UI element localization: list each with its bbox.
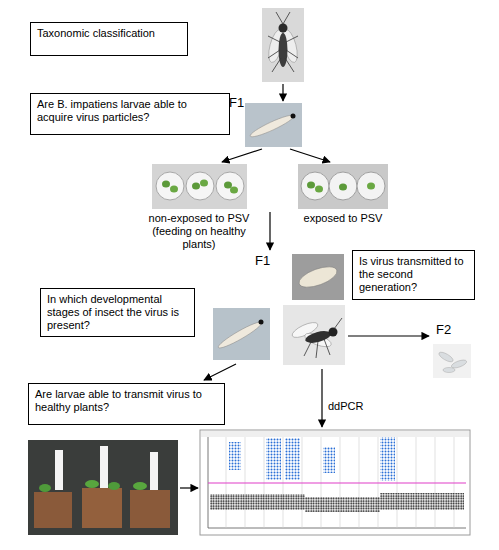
plot-frame [200,430,470,535]
adult-fly-photo [283,305,345,365]
leaf-disc [307,182,315,189]
photo-background [262,8,304,82]
larva-photo [245,103,302,147]
photo-background [433,344,471,378]
photo-background [298,164,388,209]
group-caption: non-exposed to PSV (feeding on healthy p… [140,212,258,251]
fly-legs [268,12,298,72]
leaf-disc [200,180,208,187]
photo-background [283,305,345,365]
larva-body [443,368,455,373]
positive-droplets [266,438,281,480]
larva-photo [213,308,270,360]
plant-pot [130,490,170,528]
seedling-leaf [39,484,51,492]
leaf-disc [162,181,170,188]
leaf-disc [367,183,375,190]
fly-head [329,328,338,337]
positive-droplets [285,438,300,480]
generation-label: F1 [229,95,253,110]
leaf-disc [315,186,323,193]
leaf-disc [192,183,200,190]
photo-background [152,164,247,209]
larva-body [438,350,455,363]
seedling-leaf [133,482,147,490]
pupa-photo [292,254,344,300]
question-box: Are B. impatiens larvae able to acquire … [30,93,230,135]
adult-fly-photo [262,8,304,82]
negative-droplets [210,494,305,510]
box-text: Is virus transmitted to the second gener… [359,255,468,294]
petri-dish [329,172,357,200]
question-box: In which developmental stages of insect … [40,288,195,337]
petri-dish [357,172,385,200]
petri-dish [301,172,329,200]
box-text: Are larvae able to transmit virus to hea… [35,388,218,414]
flow-arrow [204,364,236,380]
box-text: Taxonomic classification [37,27,181,40]
leaf-disc [224,182,232,189]
positive-droplets [229,442,241,470]
threshold-line [208,482,466,483]
ddpcr-plot [200,430,470,535]
flow-arrow [321,369,322,427]
larva-body [216,319,263,351]
plant-pot [82,488,122,528]
positive-droplets [380,437,395,481]
photo-background [28,440,178,535]
seedling-leaf [85,480,99,488]
f2-larvae-photo [433,344,471,378]
negative-droplets [380,493,464,510]
flow-arrow [348,335,429,336]
box-text: Are B. impatiens larvae able to acquire … [37,98,223,124]
plant-label-stick [150,452,158,490]
petri-dish [186,172,214,200]
leaf-disc [339,184,347,191]
flow-arrow [222,149,262,162]
leaf-disc [230,187,238,194]
petri-dish [156,172,184,200]
photo-background [213,308,270,360]
larva-head [291,114,296,119]
larva-head [259,320,264,325]
plant-pot [34,492,72,528]
petri-dishes-non-exposed [152,164,247,209]
positive-droplets [323,447,335,473]
flow-arrow [269,212,270,250]
flow-arrow [180,487,198,488]
classification-box: Taxonomic classification [30,22,188,56]
pupa-body [296,263,339,292]
plot-header [201,431,469,437]
fly-head [279,24,288,33]
question-box: Is virus transmitted to the second gener… [352,250,475,300]
flow-arrow [290,149,330,162]
petri-dishes-exposed [298,164,388,209]
generation-label: F2 [436,322,460,337]
leaf-disc [170,186,178,193]
group-caption: exposed to PSV [298,212,388,225]
plant-label-stick [55,450,63,490]
flow-arrow [282,84,283,101]
generation-label: F1 [255,253,279,268]
fly-legs [304,318,342,358]
plant-label-stick [100,446,108,488]
photo-background [245,103,302,147]
larva-body [249,112,296,140]
box-text: In which developmental stages of insect … [47,293,188,332]
petri-dish [216,172,244,200]
seedling-leaf [108,482,120,490]
method-label: ddPCR [328,400,378,413]
plants-photo [28,440,178,535]
plot-axis [208,528,466,529]
question-box: Are larvae able to transmit virus to hea… [28,383,225,425]
photo-background [292,254,344,300]
negative-droplets [305,497,380,512]
